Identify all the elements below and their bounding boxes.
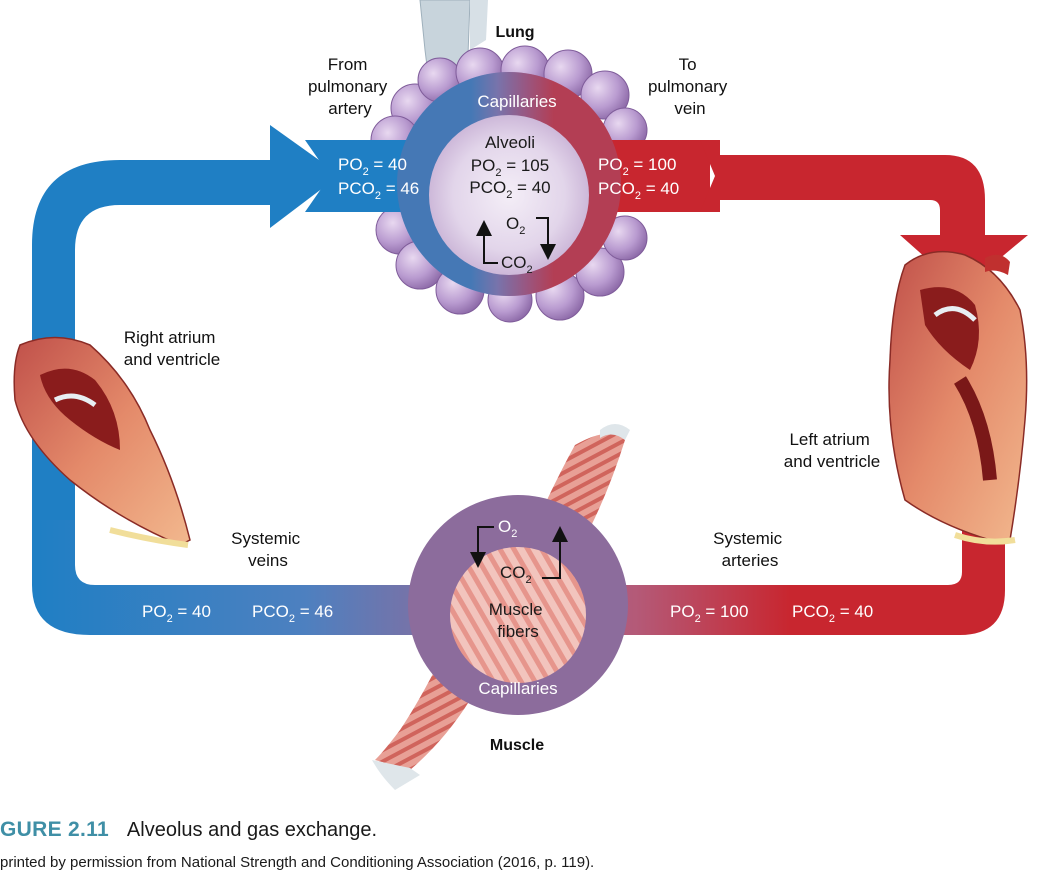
- alveoli-label: Alveoli: [485, 133, 535, 152]
- muscle-fibers-circle: [450, 547, 586, 683]
- right-heart-label: Right atrium and ventricle: [124, 328, 220, 369]
- alveoli-po2: PO2 = 105: [471, 156, 549, 179]
- left-heart-illustration: [888, 250, 1028, 545]
- figure-number: GURE 2.11: [0, 818, 109, 841]
- alveoli-pco2: PCO2 = 40: [469, 178, 550, 201]
- pulmonary-vein-pco2: PCO2 = 40: [598, 179, 679, 202]
- lung-co2-label: CO2: [501, 253, 533, 276]
- pulmonary-artery-pco2: PCO2 = 46: [338, 179, 419, 202]
- lung-title: Lung: [495, 24, 534, 41]
- right-heart-illustration: [13, 336, 191, 548]
- figure-credit: printed by permission from National Stre…: [0, 854, 595, 871]
- figure-title: Alveolus and gas exchange.: [126, 819, 378, 841]
- left-heart-label: Left atrium and ventricle: [784, 430, 880, 471]
- systemic-artery-pco2: PCO2 = 40: [792, 602, 873, 625]
- pulmonary-vessel: [32, 125, 340, 330]
- muscle-fibers-label: Muscle fibers: [489, 600, 548, 641]
- systemic-arteries-label: Systemic arteries: [713, 529, 787, 570]
- lung-o2-label: O2: [506, 214, 525, 237]
- lung-co2-arrow: [476, 220, 498, 264]
- muscle-o2-label: O2: [498, 517, 517, 540]
- systemic-vein-pco2: PCO2 = 46: [252, 602, 333, 625]
- gas-exchange-diagram: Lung From pulmonary artery To pulmonary …: [13, 0, 1028, 790]
- systemic-vessel: [32, 520, 1005, 635]
- pulmonary-artery-po2: PO2 = 40: [338, 155, 407, 178]
- to-pulmonary-vein-label: To pulmonary vein: [648, 55, 732, 118]
- pulmonary-vein-po2: PO2 = 100: [598, 155, 676, 178]
- systemic-veins-label: Systemic veins: [231, 529, 305, 570]
- systemic-vein-po2: PO2 = 40: [142, 602, 211, 625]
- systemic-artery-po2: PO2 = 100: [670, 602, 748, 625]
- muscle-o2-arrow: [470, 526, 494, 568]
- from-pulmonary-artery-label: From pulmonary artery: [308, 55, 392, 118]
- figure-caption: GURE 2.11 Alveolus and gas exchange.: [0, 818, 1050, 842]
- muscle-title: Muscle: [490, 737, 544, 754]
- muscle-co2-arrow: [542, 526, 568, 579]
- lung-o2-arrow: [536, 217, 556, 260]
- lung-capillaries-label: Capillaries: [477, 92, 556, 111]
- muscle-capillaries-label: Capillaries: [478, 679, 557, 698]
- muscle-co2-label: CO2: [500, 563, 532, 586]
